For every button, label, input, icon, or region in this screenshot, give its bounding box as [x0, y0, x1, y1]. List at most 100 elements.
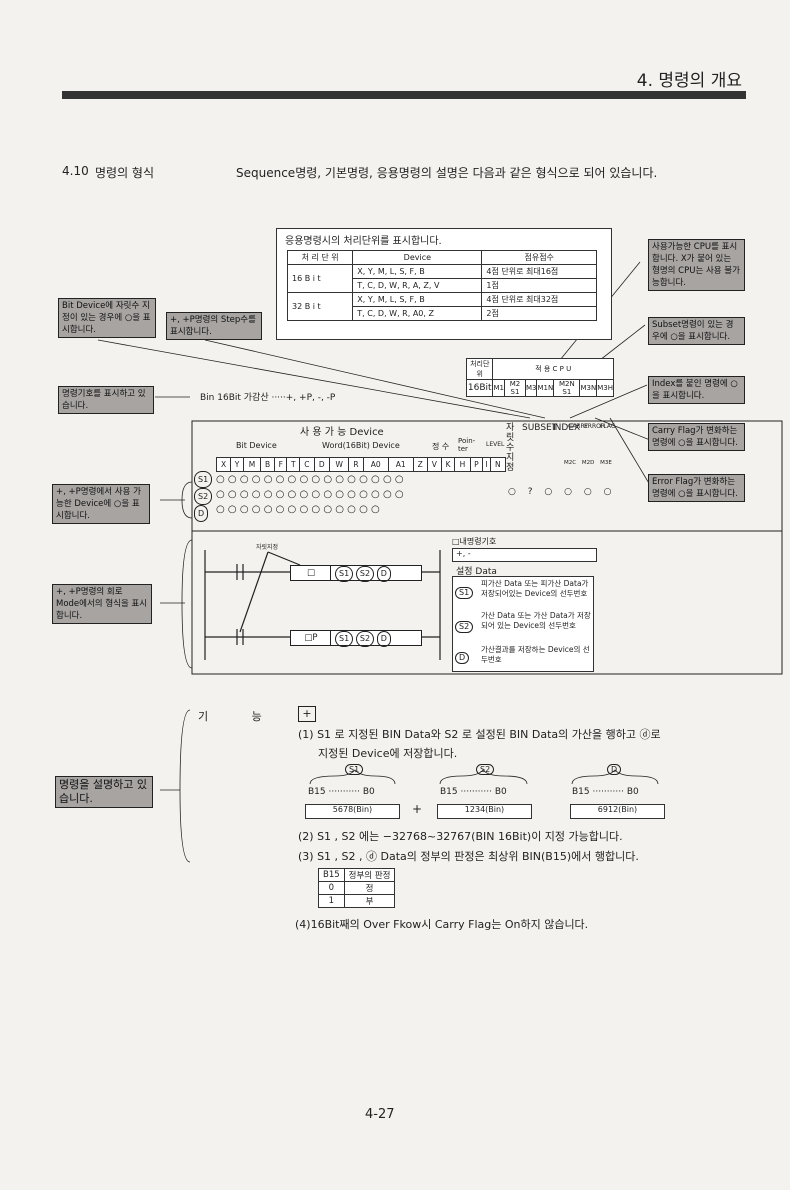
right-marks: ○ ? ○ ○ ○ ○	[508, 487, 611, 497]
proc-count: 1점	[481, 278, 597, 293]
col-label: W	[329, 457, 350, 472]
op-key-s1: S1	[345, 757, 364, 776]
col-label: K	[440, 457, 456, 472]
sign-cell: 정	[343, 881, 396, 895]
callout-symbol: 명령기호를 표시하고 있습니다.	[58, 386, 154, 414]
op-value-d: 6912(Bin)	[570, 804, 665, 819]
ladder-operands-1: S1 S2 D	[330, 565, 422, 582]
device-group-word: Word(16Bit) Device	[322, 441, 400, 450]
cpu-cell: M1	[492, 379, 505, 397]
proc-device: T, C, D, W, R, A0, Z	[352, 306, 483, 321]
proc-device: T, C, D, W, R, A, Z, V	[352, 278, 483, 293]
callout-subset: Subset명령이 있는 경우에 ○을 표시합니다.	[648, 317, 745, 345]
ladder-op-1: □	[290, 565, 332, 581]
device-group-carry: CARRY	[568, 423, 588, 430]
symbol-value: +, -	[452, 548, 597, 562]
section-number: 4.10	[62, 164, 89, 178]
col-label: M	[242, 457, 262, 472]
sign-cell: 부	[343, 894, 396, 908]
col-label: B	[260, 457, 276, 472]
col-label: Y	[230, 457, 244, 472]
callout-index: Index를 붙인 명령에 ○을 표시합니다.	[648, 376, 745, 404]
op-range: B15 ··········· B0	[572, 787, 639, 797]
operand-d: D	[376, 566, 391, 582]
col-label: H	[454, 457, 471, 472]
proc-unit: 16 B i t	[286, 264, 354, 293]
digit-label: 자릿지정	[256, 544, 279, 551]
cpu-cell: M2N S1	[553, 379, 581, 397]
function-label: 기 능	[198, 710, 282, 723]
proc-header-unit: 처 리 단 위	[286, 250, 354, 265]
proc-count: 4점 단위로 최대16점	[481, 264, 597, 279]
setting-s2: S2	[455, 621, 474, 633]
cpu-unit-header: 처리단위	[465, 358, 494, 380]
device-marks-row: ○○○○○○○○○○○○○○○○	[216, 489, 407, 500]
op-key-s2: S2	[476, 757, 495, 776]
col-label: A1	[387, 457, 414, 472]
operand-s1: S1	[335, 631, 354, 647]
mark: ○	[564, 487, 572, 497]
header-rule	[62, 91, 746, 99]
plus-sign: +	[412, 802, 423, 816]
op-s2: S2	[476, 764, 495, 775]
mark: ○	[583, 487, 592, 497]
device-rows: S1 S2 D	[194, 471, 213, 522]
device-table-title: 사 용 가 능 Device	[300, 427, 384, 438]
cpu-cell: M3H	[596, 379, 614, 397]
device-column-row: X Y M B F T C D W R A0 A1 Z V K H P I N	[215, 457, 507, 472]
proc-table-frame: 응용명령시의 처리단위를 표시합니다. 처 리 단 위 Device 점유점수 …	[276, 228, 612, 340]
device-marks-row: ○○○○○○○○○○○○○○○○	[216, 474, 407, 485]
setting-key: S2	[455, 621, 474, 633]
col-label: D	[313, 457, 331, 472]
col-label: N	[489, 457, 507, 472]
device-group-flag: FLAG	[600, 423, 616, 430]
callout-bit-device: Bit Device에 자릿수 지정이 있는 경우에 ○을 표시합니다.	[58, 298, 156, 338]
proc-device: X, Y, M, L, S, F, B	[352, 292, 483, 307]
proc-count: 4점 단위로 최대32점	[481, 292, 597, 307]
m-label: M2C	[564, 460, 577, 466]
sign-header: B15	[318, 868, 345, 882]
col-label: V	[426, 457, 442, 472]
m-labels: M2C M2D M3E	[564, 460, 612, 466]
cpu-header: 적 용 C P U	[492, 358, 614, 380]
op-range: B15 ··········· B0	[308, 787, 375, 797]
row-label: D	[194, 505, 209, 522]
proc-header-device: Device	[352, 250, 483, 265]
proc-unit: 32 B i t	[286, 292, 354, 321]
m-label: M3E	[600, 460, 612, 466]
cpu-cell: M2 S1	[503, 379, 526, 397]
operand-s2: S2	[355, 631, 375, 647]
callout-cpu-usage: 사용가능한 CPU를 표시합니다. X가 붙어 있는 형명의 CPU는 사용 불…	[648, 239, 745, 291]
proc-count: 2점	[481, 306, 597, 321]
sign-table: B15 정부의 판정 0 정 1 부	[318, 868, 396, 908]
device-row: S1	[194, 471, 213, 488]
callout-explain: 명령을 설명하고 있습니다.	[55, 776, 153, 808]
function-p1a: (1) S1 로 지정된 BIN Data와 S2 로 설정된 BIN Data…	[298, 728, 661, 741]
device-row: S2	[194, 488, 213, 505]
callout-usable-device: +, +P명령에서 사용 가능한 Device에 ○을 표시합니다.	[52, 484, 150, 524]
cpu-cell: M3N	[579, 379, 598, 397]
device-marks-row: ○○○○○○○○○○○○○○	[216, 504, 383, 515]
setting-title: 설정 Data	[456, 567, 497, 577]
callout-error: Error Flag가 변화하는 명령에 ○을 표시합니다.	[648, 474, 745, 502]
op-s1: S1	[345, 764, 364, 775]
device-group-bit: Bit Device	[236, 441, 277, 450]
symbol-title: □내명령기호	[452, 537, 497, 546]
device-marks: ○○○○○○○○○○○○○○○○ ○○○○○○○○○○○○○○○○ ○○○○○○…	[216, 472, 407, 517]
setting-text: 가산결과를 저장하는 Device의 선두번호	[481, 645, 590, 664]
proc-header-count: 점유점수	[481, 250, 597, 265]
m-label: M2D	[581, 460, 595, 466]
device-grid: X Y M B F T C D W R A0 A1 Z V K H P I N	[215, 457, 507, 472]
symbol-line: Bin 16Bit 가감산 ·····+, +P, -, -P	[200, 393, 336, 403]
function-p2: (2) S1 , S2 에는 −32768~32767(BIN 16Bit)이 …	[298, 830, 623, 843]
setting-key: S1	[455, 587, 474, 599]
mark: ○	[544, 487, 553, 497]
device-group-pointer: Poin-ter	[458, 437, 476, 453]
sign-header: 정부의 판정	[343, 868, 396, 882]
setting-text: 피가산 Data 또는 피가산 Data가 저장되어있는 Device의 선두번…	[481, 579, 589, 598]
op-key-d: D	[607, 757, 622, 776]
op-range: B15 ··········· B0	[440, 787, 507, 797]
proc-caption: 응용명령시의 처리단위를 표시합니다.	[285, 236, 442, 247]
settings-box: S1 피가산 Data 또는 피가산 Data가 저장되어있는 Device의 …	[452, 576, 594, 672]
